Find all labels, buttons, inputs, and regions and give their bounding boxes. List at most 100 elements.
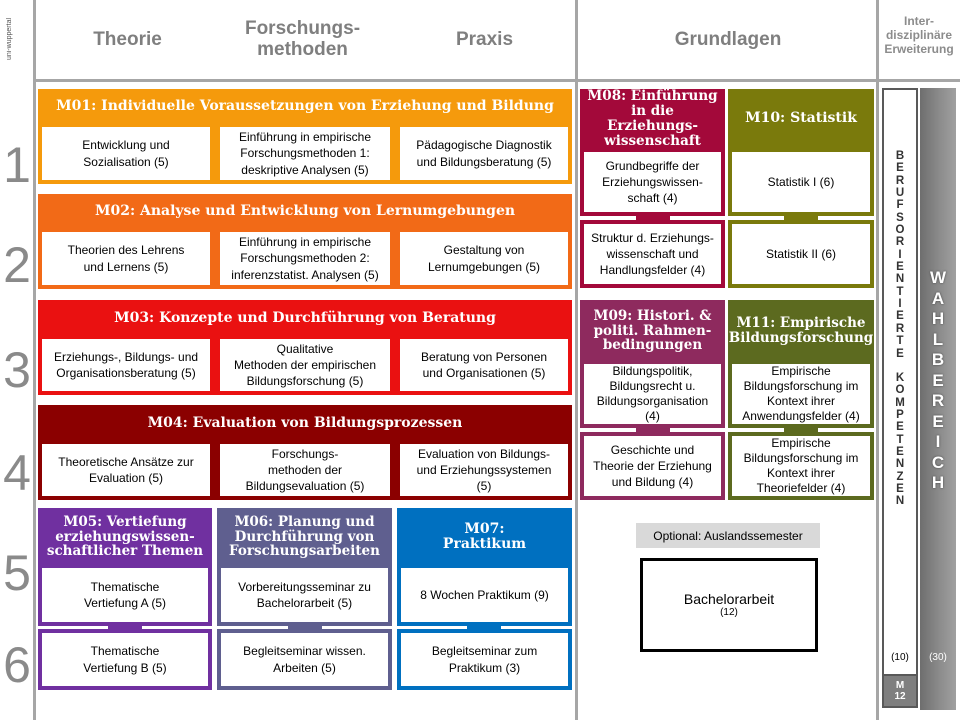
m06-course-2[interactable]: Begleitseminar wissen. Arbeiten (5) (221, 633, 388, 686)
wahlbereich-letter: E (932, 370, 944, 390)
wahlbereich-letter: L (932, 329, 944, 349)
kompetenzen-letter: I (898, 248, 902, 261)
m09-course-1[interactable]: Bildungspolitik, Bildungsrecht u. Bildun… (584, 364, 721, 424)
m02-course-2[interactable]: Einführung in empirische Forschungsmetho… (220, 232, 390, 285)
m04-course-1[interactable]: Theoretische Ansätze zur Evaluation (5) (42, 444, 210, 496)
kompetenzen-letter: N (895, 458, 905, 471)
kompetenzen-letter: E (896, 162, 904, 175)
module-m06-title: M06: Planung und Durchführung von Forsch… (229, 513, 380, 560)
m03-course-3[interactable]: Beratung von Personen und Organisationen… (400, 339, 568, 391)
kompetenzen-cp: (10) (891, 652, 909, 663)
m07-course-2[interactable]: Begleitseminar zum Praktikum (3) (401, 633, 568, 686)
wahlbereich-letter: B (931, 350, 945, 369)
module-m12-label: M 12 (884, 676, 916, 706)
wahlbereich-column[interactable] (920, 88, 956, 710)
m11-course-1[interactable]: Empirische Bildungsforschung im Kontext … (732, 364, 870, 424)
university-logo: uni-wuppertal (6, 8, 26, 70)
module-m11-title: M11: Empirische Bildungsforschung (728, 315, 874, 346)
divider-middle (575, 0, 578, 720)
kompetenzen-letter: R (895, 236, 905, 249)
module-m05-title: M05: Vertiefung erziehungswissen- schaft… (46, 513, 204, 560)
kompetenzen-panel[interactable] (884, 90, 916, 674)
module-m01-title: M01: Individuelle Voraussetzungen von Er… (56, 98, 554, 115)
m01-course-3[interactable]: Pädagogische Diagnostik und Bildungsbera… (400, 127, 568, 180)
kompetenzen-letter: R (895, 322, 905, 335)
module-m08-title: M08: Einführung in die Erziehungs- wisse… (587, 88, 718, 149)
bachelorarbeit-box[interactable]: Bachelorarbeit (12) (640, 558, 818, 652)
m01-course-1[interactable]: Entwicklung und Sozialisation (5) (42, 127, 210, 180)
row-number-6: 6 (3, 637, 31, 693)
kompetenzen-letter: R (895, 174, 905, 187)
header-theorie: Theorie (93, 28, 162, 50)
kompetenzen-letter: T (896, 433, 904, 446)
wahlbereich-letter: C (931, 452, 945, 472)
m02-course-1[interactable]: Theorien des Lehrens und Lernens (5) (42, 232, 210, 285)
optional-label: Optional: Auslandssemester (653, 528, 803, 543)
m04-course-2[interactable]: Forschungs- methoden der Bildungsevaluat… (220, 444, 390, 496)
kompetenzen-letter: F (896, 199, 904, 212)
header-divider (33, 79, 960, 82)
m05-course-2[interactable]: Thematische Vertiefung B (5) (42, 633, 208, 686)
kompetenzen-letter: S (896, 211, 904, 224)
m09-course-2[interactable]: Geschichte und Theorie der Erziehung und… (584, 436, 721, 496)
header-grundlagen: Grundlagen (674, 28, 782, 50)
header-forschungsmethoden: Forschungs- methoden (244, 18, 361, 60)
m11-course-2[interactable]: Empirische Bildungsforschung im Kontext … (732, 436, 870, 496)
m10-connector (784, 216, 818, 222)
optional-auslandssemester[interactable]: Optional: Auslandssemester (636, 523, 820, 548)
kompetenzen-letter: E (896, 347, 904, 360)
kompetenzen-letter: M (895, 396, 905, 409)
m03-course-2[interactable]: Qualitative Methoden der empirischen Bil… (220, 339, 390, 391)
row-number-5: 5 (3, 545, 31, 601)
wahlbereich-letter: E (932, 411, 944, 431)
kompetenzen-letter: E (896, 445, 904, 458)
m10-course-2[interactable]: Statistik II (6) (732, 224, 870, 284)
header-praxis: Praxis (455, 28, 514, 50)
wahlbereich-letter: R (931, 391, 945, 410)
m03-course-1[interactable]: Erziehungs-, Bildungs- und Organisations… (42, 339, 210, 391)
row-number-1: 1 (3, 137, 31, 193)
m08-course-1[interactable]: Grundbegriffe der Erziehungswissen- scha… (584, 152, 721, 212)
wahlbereich-letter: W (929, 268, 947, 287)
m07-course-1[interactable]: 8 Wochen Praktikum (9) (401, 568, 568, 622)
kompetenzen-letter: P (896, 408, 904, 421)
bachelorarbeit-cp: (12) (720, 607, 738, 619)
wahlbereich-letter: H (931, 309, 945, 328)
m02-course-3[interactable]: Gestaltung von Lernumgebungen (5) (400, 232, 568, 285)
kompetenzen-letter: O (895, 384, 905, 397)
kompetenzen-letter: T (896, 335, 904, 348)
module-m09-title: M09: Histori. & politi. Rahmen- bedingun… (593, 307, 712, 354)
wahlbereich-letter: A (931, 288, 945, 308)
m11-connector (784, 428, 818, 434)
m08-connector (636, 216, 670, 222)
kompetenzen-letter: K (895, 371, 905, 384)
kompetenzen-letter: N (895, 273, 905, 286)
kompetenzen-letter: I (898, 298, 902, 311)
m01-course-2[interactable]: Einführung in empirische Forschungsmetho… (220, 127, 390, 180)
m10-course-1[interactable]: Statistik I (6) (732, 152, 870, 212)
wahlbereich-letter: I (935, 432, 941, 451)
header-interdisziplinaere-erweiterung: Inter- disziplinäre Erweiterung (884, 14, 954, 56)
kompetenzen-letter: U (895, 187, 905, 200)
m08-course-2[interactable]: Struktur d. Erziehungs- wissenschaft und… (584, 224, 721, 284)
row-number-3: 3 (3, 342, 31, 398)
kompetenzen-letter: T (896, 285, 904, 298)
wahlbereich-cp: (30) (929, 652, 947, 663)
divider-right (876, 0, 879, 720)
module-m02-title: M02: Analyse und Entwicklung von Lernumg… (94, 203, 516, 220)
kompetenzen-letter: O (895, 224, 905, 237)
divider-left (33, 0, 36, 720)
m09-connector (636, 428, 670, 434)
kompetenzen-letter: B (895, 150, 905, 162)
bachelorarbeit-title: Bachelorarbeit (683, 591, 775, 608)
kompetenzen-letter: E (896, 261, 904, 274)
module-m07-title: M07: Praktikum (442, 520, 527, 552)
m05-course-1[interactable]: Thematische Vertiefung A (5) (42, 568, 208, 622)
logo-text: uni-wuppertal (6, 17, 13, 61)
kompetenzen-letter: Z (896, 470, 904, 483)
m04-course-3[interactable]: Evaluation von Bildungs- und Erziehungss… (400, 444, 568, 496)
kompetenzen-letter: E (896, 421, 904, 434)
m06-course-1[interactable]: Vorbereitungsseminar zu Bachelorarbeit (… (221, 568, 388, 622)
